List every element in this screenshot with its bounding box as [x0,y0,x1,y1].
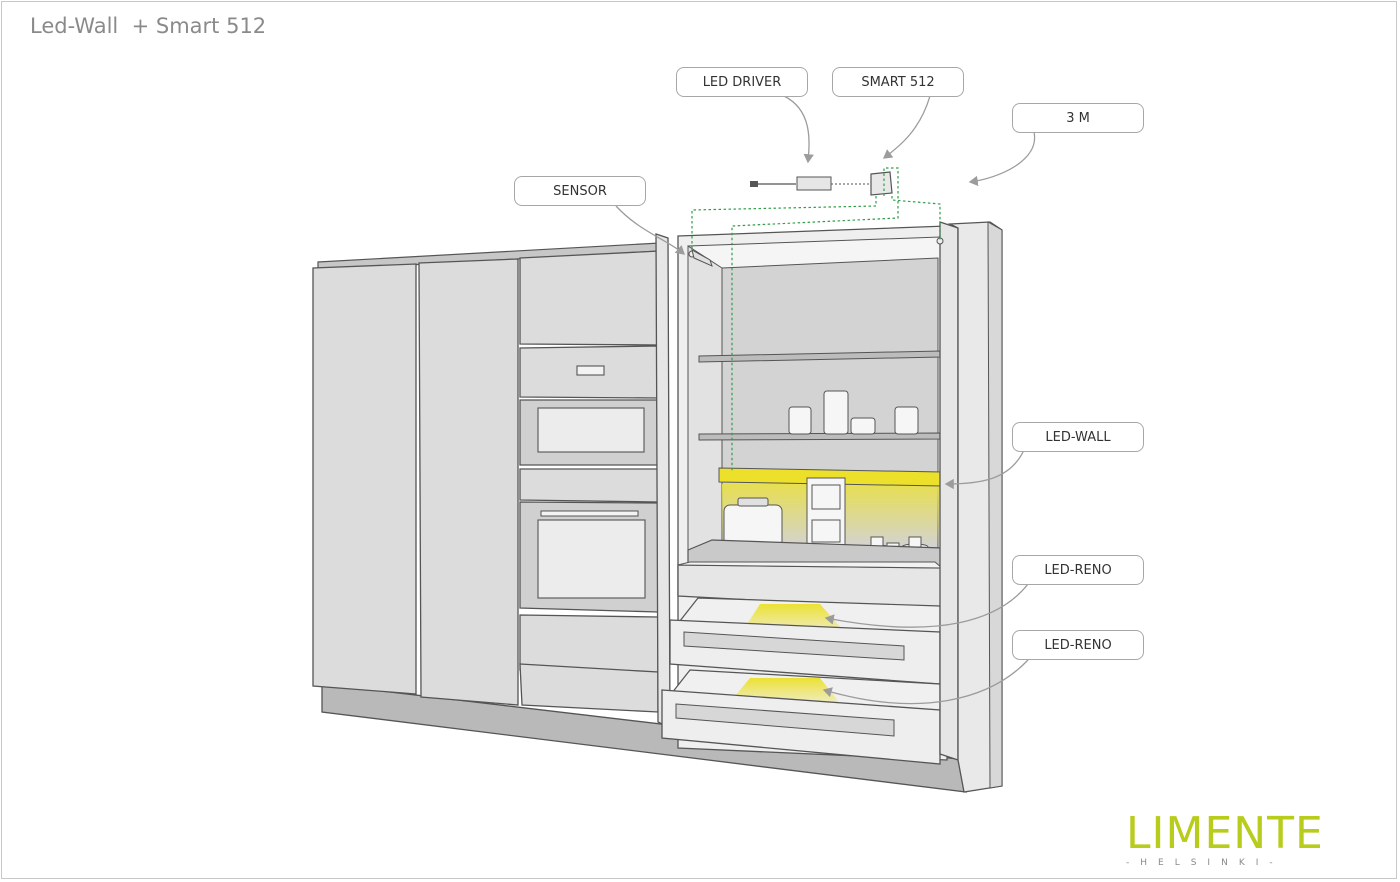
diagram-title: Led-Wall + Smart 512 [30,14,267,38]
logo-wordmark: LIMENTE [1126,808,1324,859]
toaster [723,497,783,548]
appliance-column [519,250,661,713]
tall-door-middle [418,258,519,706]
callout-led-reno-lower: LED-RENO [1012,630,1144,660]
callout-leaders [615,95,1036,705]
smart-512-device [870,171,893,196]
logo-subtitle: -HELSINKI- [1126,858,1284,868]
callout-led-reno-upper: LED-RENO [1012,555,1144,585]
callout-led-driver: LED DRIVER [676,67,808,97]
limente-logo: LIMENTE -HELSINKI- [1126,808,1362,869]
tall-door-left [312,263,417,695]
open-door-right [939,221,1003,793]
callout-3m: 3 M [1012,103,1144,133]
drawer-bottom [661,669,941,765]
callout-sensor: SENSOR [514,176,646,206]
drawer-middle [669,597,941,685]
jars [788,390,919,435]
callout-smart-512: SMART 512 [832,67,964,97]
callout-led-wall: LED-WALL [1012,422,1144,452]
led-driver-device [750,176,870,191]
open-door-left [655,233,671,730]
wiring [691,167,941,472]
drawer-top [677,561,944,611]
coffee-machine [806,477,846,549]
sensor-device [688,237,944,267]
